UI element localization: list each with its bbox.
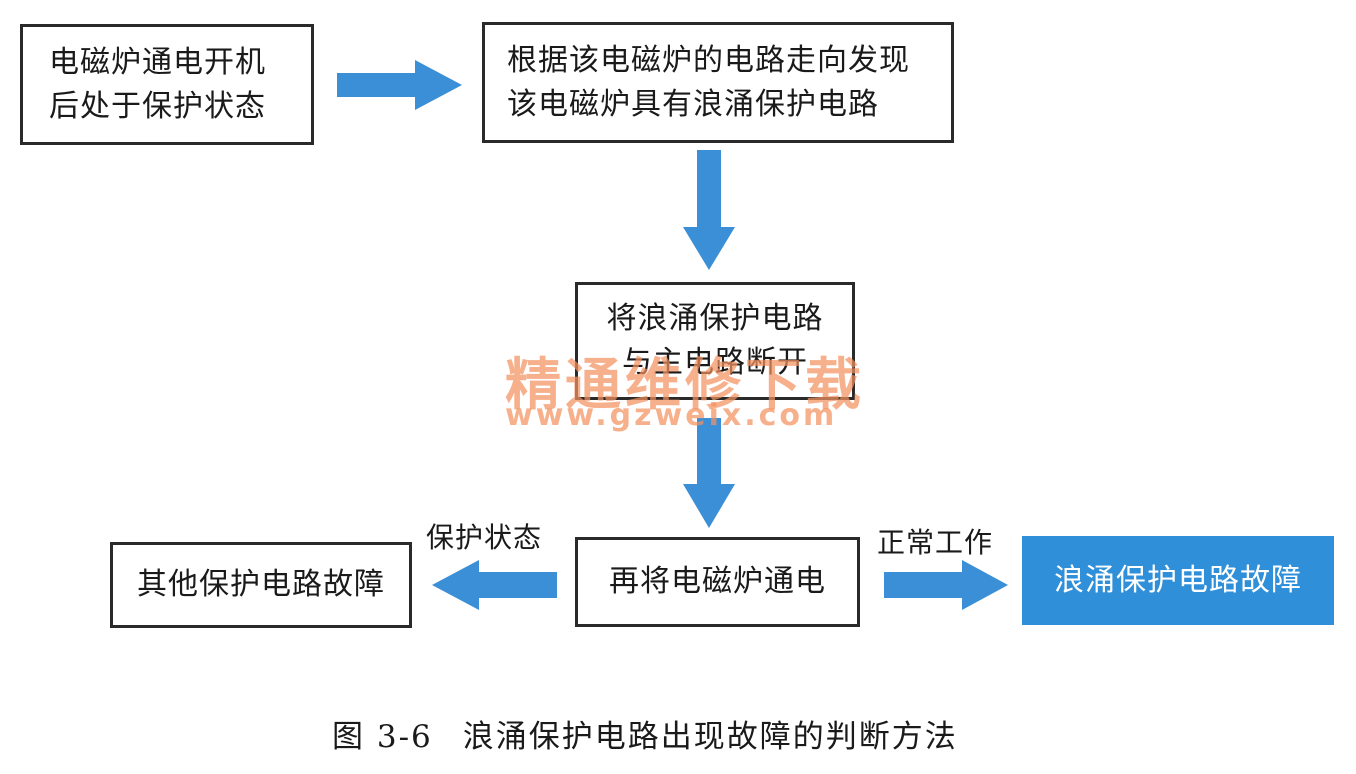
arrow-repower-to-other — [432, 560, 557, 610]
figure-title: 浪涌保护电路出现故障的判断方法 — [462, 719, 958, 755]
figure-number: 图 3-6 — [332, 719, 433, 755]
node-text-line: 其他保护电路故障 — [137, 567, 385, 602]
arrow-repower-to-surge — [884, 560, 1008, 610]
node-text-line: 后处于保护状态 — [49, 88, 266, 124]
node-surge-protection-fault: 浪涌保护电路故障 — [1022, 536, 1334, 625]
node-text-line: 将浪涌保护电路 — [606, 301, 824, 336]
edge-label-normal-work: 正常工作 — [877, 526, 994, 559]
edge-label-protect-state: 保护状态 — [426, 521, 543, 554]
node-text-line: 再将电磁炉通电 — [609, 564, 826, 599]
figure-caption: 图 3-6 浪涌保护电路出现故障的判断方法 — [332, 711, 958, 756]
node-disconnect-surge-circuit: 将浪涌保护电路 与主电路断开 — [575, 282, 855, 400]
arrow-find-to-disconnect — [683, 150, 735, 270]
node-find-surge-circuit: 根据该电磁炉的电路走向发现 该电磁炉具有浪涌保护电路 — [482, 22, 954, 143]
node-text-line: 该电磁炉具有浪涌保护电路 — [507, 86, 879, 122]
node-repower: 再将电磁炉通电 — [575, 537, 860, 627]
watermark-url: www.gzweix.com — [505, 398, 838, 433]
arrow-disconnect-to-repower — [683, 418, 735, 528]
watermark-text: 精通维修下载 — [505, 353, 865, 418]
node-text-line: 根据该电磁炉的电路走向发现 — [507, 42, 910, 78]
node-text-line: 与主电路断开 — [622, 345, 808, 380]
node-text-line: 电磁炉通电开机 — [49, 44, 266, 80]
node-power-on-protection: 电磁炉通电开机 后处于保护状态 — [20, 24, 314, 145]
node-text-line: 浪涌保护电路故障 — [1054, 562, 1302, 598]
arrow-start-to-find — [337, 60, 462, 110]
node-other-protection-fault: 其他保护电路故障 — [110, 542, 412, 628]
